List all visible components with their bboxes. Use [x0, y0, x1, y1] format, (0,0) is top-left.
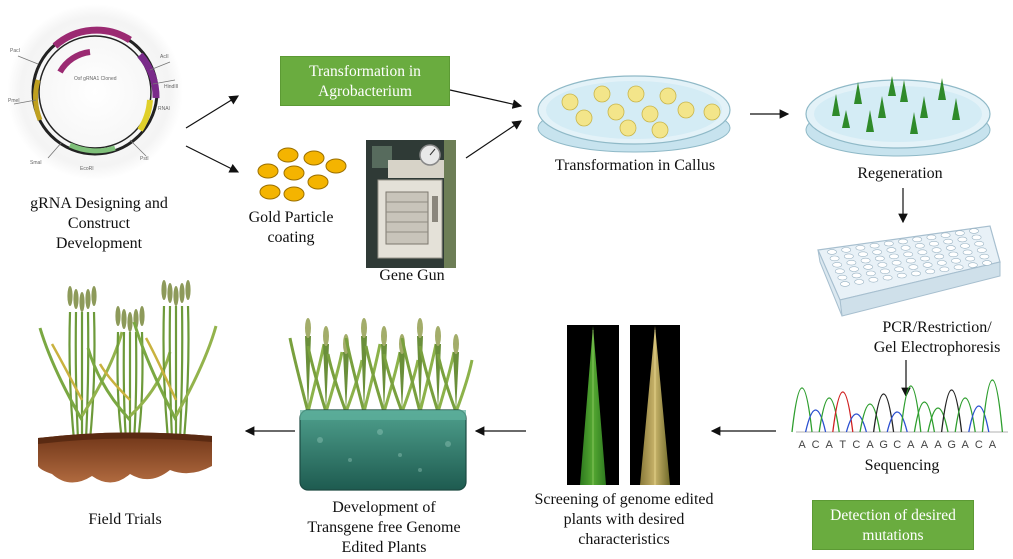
screening-label-line2: plants with desired [563, 511, 685, 528]
sequence-base-letter: A [921, 439, 929, 451]
sequence-base-letter: A [907, 439, 915, 451]
svg-text:Osf gRNA1 Cloned: Osf gRNA1 Cloned [74, 76, 117, 82]
chromatogram-peak [872, 393, 895, 433]
sequence-base-letter: C [812, 439, 820, 451]
pcr-label-line2: Gel Electrophoresis [873, 339, 1001, 356]
gene-gun-image [366, 140, 456, 268]
screening-label-line3: characteristics [578, 531, 670, 548]
agrobacterium-box-line1: Transformation in [309, 63, 421, 80]
chromatogram-peak [832, 391, 854, 433]
callus-petri-dish-image [537, 75, 731, 153]
agrobacterium-box: Transformation in Agrobacterium [280, 56, 450, 106]
grna-label-line2: Construct [67, 215, 131, 232]
sequence-base-letter: C [893, 439, 901, 451]
gold-particle-label: Gold Particle coating [236, 208, 346, 248]
development-label-line2: Transgene free Genome [307, 519, 461, 536]
sequence-base-letter: A [826, 439, 834, 451]
chromatogram-peak [927, 407, 949, 433]
detection-box-line1: Detection of desired [830, 507, 956, 524]
chromatogram-peak [818, 397, 840, 433]
chromatogram-peak [845, 413, 868, 433]
sequencing-label: Sequencing [864, 457, 940, 474]
leaf-photo-edited [630, 325, 680, 485]
arrow-to-agrobacterium [185, 95, 240, 129]
screening-label: Screening of genome edited plants with d… [512, 490, 736, 550]
sequence-base-letter: A [798, 439, 806, 451]
gold-particle-label-line2: coating [267, 229, 315, 246]
arrow-to-gold-particle [185, 145, 240, 173]
detection-box-line2: mutations [862, 527, 924, 544]
leaf-photo-normal [567, 325, 619, 485]
svg-text:HindIII: HindIII [164, 84, 178, 90]
chromatogram-peak [981, 379, 1004, 433]
field-trials-label: Field Trials [88, 511, 162, 528]
sequence-base-letter: C [852, 439, 860, 451]
gold-particle-label-line1: Gold Particle [248, 209, 334, 226]
arrow-gun-to-callus [465, 120, 522, 159]
gene-gun-label: Gene Gun [379, 267, 445, 284]
svg-text:PstI: PstI [140, 156, 149, 162]
grna-label: gRNA Designing and Construct Development [14, 194, 184, 254]
gold-particles-image [257, 147, 347, 202]
sequence-base-letter: A [962, 439, 970, 451]
svg-text:RNAI: RNAI [158, 106, 170, 112]
screening-label-line1: Screening of genome edited [534, 491, 714, 508]
sequence-base-letter: A [866, 439, 874, 451]
pcr-label: PCR/Restriction/ Gel Electrophoresis [862, 318, 1012, 358]
chromatogram-peak [791, 387, 813, 433]
svg-text:PacI: PacI [10, 48, 20, 54]
chromatogram-peak [940, 389, 963, 433]
regeneration-petri-dish-image [805, 76, 991, 157]
agrobacterium-box-line2: Agrobacterium [318, 83, 412, 100]
arrow-agro-to-callus [449, 89, 523, 109]
chromatogram-peak [886, 411, 908, 433]
sequence-base-letter: T [839, 439, 846, 451]
development-label-line3: Edited Plants [341, 539, 427, 556]
sequence-base-letter: A [934, 439, 942, 451]
plasmid-map-image: Osf gRNA1 Cloned AcII HindIII RNAI PacI Pm… [7, 4, 183, 180]
regeneration-label: Regeneration [857, 165, 943, 182]
potted-plants-image [288, 318, 474, 491]
svg-text:AcII: AcII [160, 54, 169, 60]
callus-label: Transformation in Callus [554, 157, 716, 174]
grna-label-line1: gRNA Designing and [30, 195, 168, 212]
sequence-base-letter: G [879, 439, 888, 451]
pcr-label-line1: PCR/Restriction/ [882, 319, 992, 336]
svg-text:PmeI: PmeI [8, 98, 20, 104]
chromatogram-peak [804, 409, 827, 433]
sequence-base-letter: C [975, 439, 983, 451]
chromatogram-peak [913, 401, 936, 433]
pcr-plate-image [817, 225, 1001, 317]
detection-box: Detection of desired mutations [812, 500, 974, 550]
grna-label-line3: Development [55, 235, 143, 252]
sequence-base-letter: G [947, 439, 956, 451]
chromatogram-peak [968, 405, 990, 433]
development-label-line1: Development of [332, 499, 436, 516]
svg-text:SmaI: SmaI [30, 160, 42, 166]
svg-text:EcoRI: EcoRI [80, 166, 94, 172]
chromatogram-peak [900, 385, 922, 433]
chromatogram-peak [954, 397, 976, 433]
sequence-base-letter: A [989, 439, 997, 451]
development-label: Development of Transgene free Genome Edi… [284, 498, 484, 558]
chromatogram-peak [859, 403, 881, 433]
field-trial-image [38, 280, 218, 483]
